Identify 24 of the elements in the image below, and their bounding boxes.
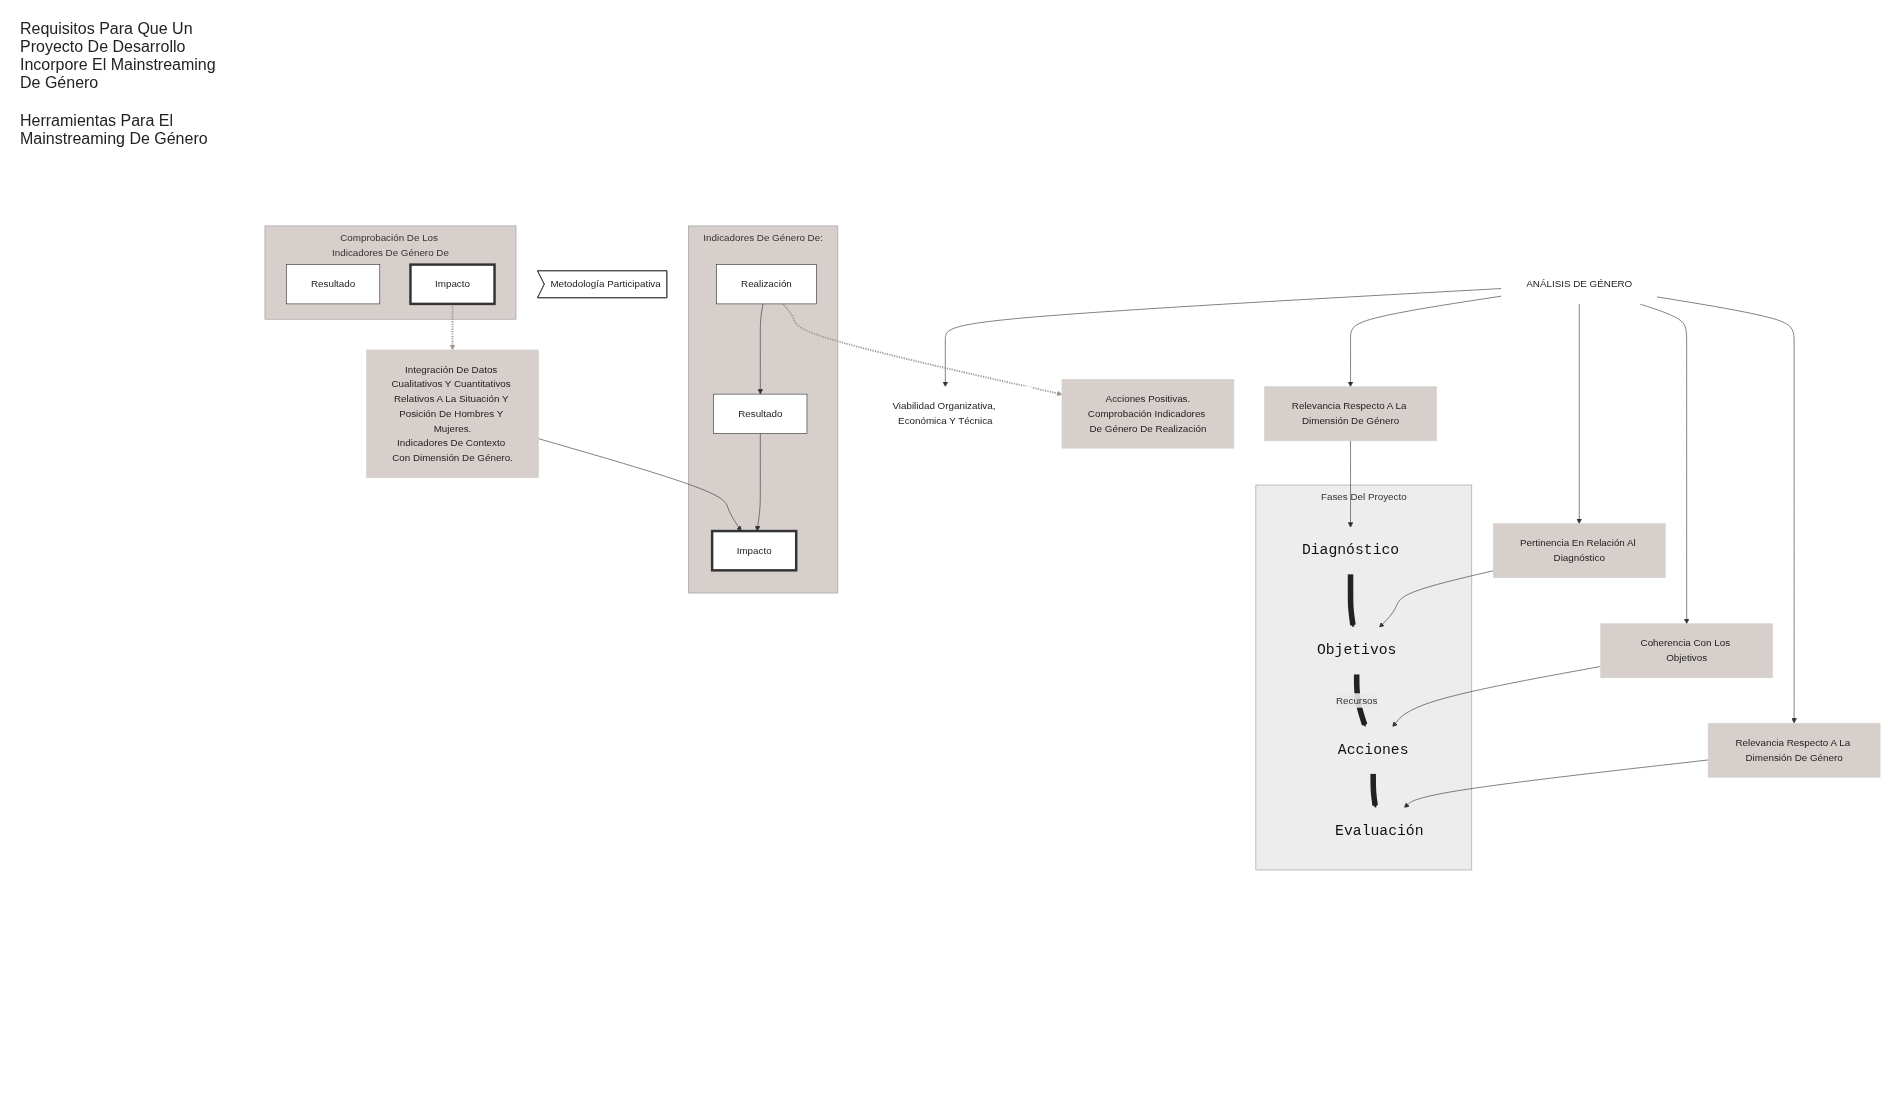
node-box: Impacto	[409, 263, 496, 306]
node-box: Integración De Datos Cualitativos Y Cuantitativos Relativos A La Situación Y Posición De Hombres Y Mujeres. Indicadores De Contexto Con Dimensión De Género.	[366, 349, 539, 478]
edge-label: Recursos	[1335, 695, 1378, 706]
node-box: Resultado	[713, 393, 808, 434]
row-label: Herramientas Para El Mainstreaming De Género	[20, 112, 209, 148]
arrow	[1347, 574, 1356, 628]
node-text: Objetivos	[1316, 642, 1397, 659]
node-box: Acciones Positivas. Comprobación Indicadores De Género De Realización	[1061, 379, 1235, 449]
node-box: Realización	[716, 264, 817, 305]
node-box: Relevancia Respecto A La Dimensión De Género	[1707, 722, 1881, 778]
row-label: Requisitos Para Que Un Proyecto De Desarrollo Incorpore El Mainstreaming De Género	[20, 20, 217, 92]
arrow	[1370, 773, 1378, 809]
node-box: Coherencia Con Los Objetivos	[1600, 623, 1773, 679]
node-box: Relevancia Respecto A La Dimensión De Género	[1264, 386, 1437, 442]
arrow	[782, 303, 1063, 397]
node-box: Resultado	[286, 264, 381, 305]
node-box: Impacto	[710, 529, 798, 572]
node-box: Pertinencia En Relación Al Diagnóstico	[1492, 523, 1666, 579]
node-text: Diagnóstico	[1301, 542, 1400, 559]
node-text: ANÁLISIS DE GÉNERO	[1526, 278, 1633, 290]
node-text: Evaluación	[1335, 822, 1424, 840]
node-text: Acciones	[1337, 741, 1409, 759]
arrow	[449, 303, 456, 351]
node-text: Viabilidad Organizativa, Económica Y Técnica	[892, 400, 996, 427]
